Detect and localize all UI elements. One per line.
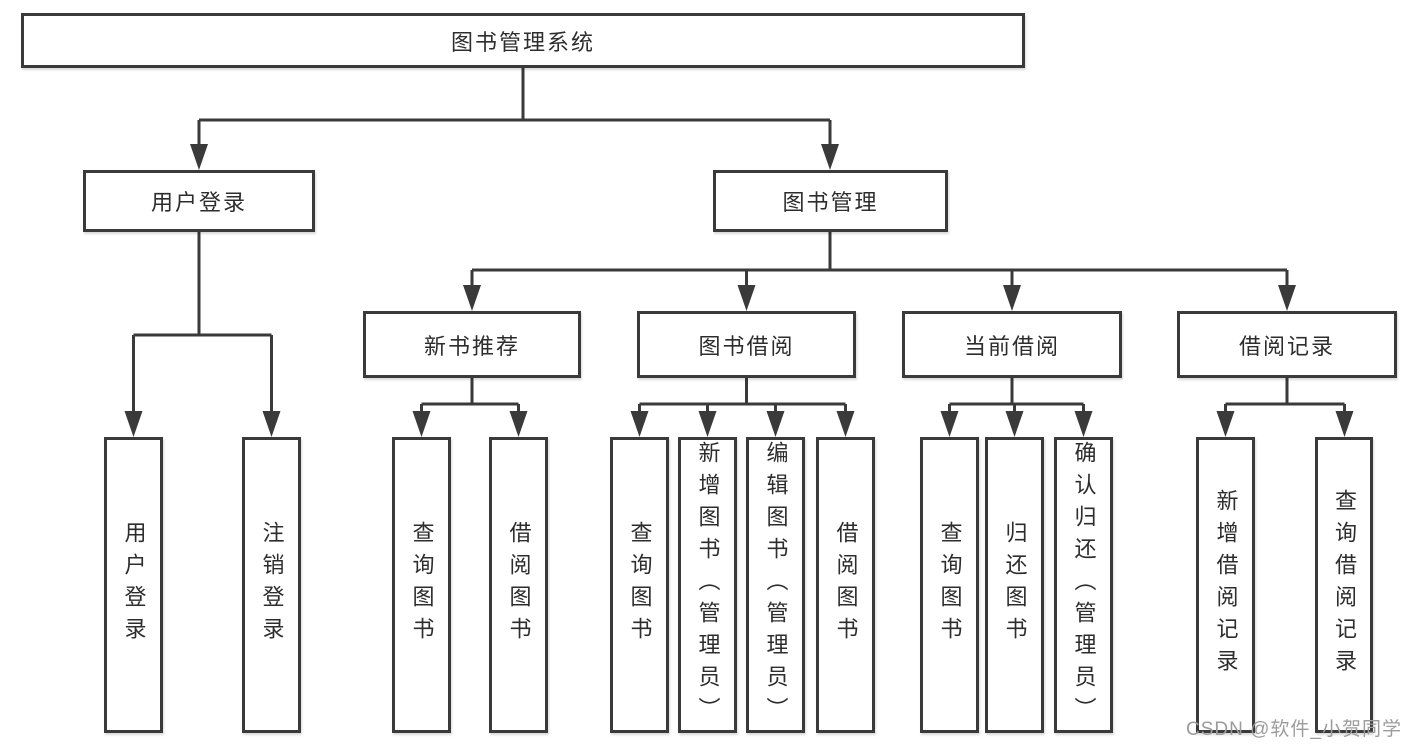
node-new-book-recommend: 新书推荐	[363, 311, 581, 378]
node-current-borrow-label: 当前借阅	[963, 333, 1060, 359]
leaf-cb-confirm-return-admin: 确认归还（管理员）	[1054, 437, 1113, 733]
node-new-book-recommend-label: 新书推荐	[423, 333, 520, 359]
leaf-br-query-record-label: 查询借阅记录	[1332, 489, 1357, 681]
leaf-nbr-borrow-books-label: 借阅图书	[506, 521, 532, 649]
leaf-logout-login-label: 注销登录	[259, 521, 285, 649]
leaf-bb-add-books-admin-label: 新增图书（管理员）	[695, 441, 721, 729]
node-book-borrow-label: 图书借阅	[698, 333, 795, 359]
leaf-bb-borrow-books: 借阅图书	[816, 437, 875, 733]
leaf-user-login-label: 用户登录	[121, 521, 147, 649]
leaf-br-add-record-label: 新增借阅记录	[1213, 489, 1239, 681]
csdn-watermark: CSDN @软件_小贺同学	[1186, 719, 1402, 740]
leaf-nbr-borrow-books: 借阅图书	[489, 437, 548, 733]
leaf-cb-return-books: 归还图书	[985, 437, 1044, 733]
node-book-borrow: 图书借阅	[637, 311, 856, 378]
leaf-nbr-query-books-label: 查询图书	[409, 521, 435, 649]
node-root-system: 图书管理系统	[21, 13, 1025, 68]
leaf-logout-login: 注销登录	[242, 437, 301, 733]
node-root-label: 图书管理系统	[450, 29, 595, 55]
node-book-management-label: 图书管理	[782, 190, 879, 215]
leaf-cb-query-books: 查询图书	[920, 437, 979, 733]
leaf-nbr-query-books: 查询图书	[392, 437, 451, 733]
leaf-bb-query-books: 查询图书	[610, 437, 669, 733]
node-borrow-records-label: 借阅记录	[1238, 333, 1335, 359]
node-user-login-label: 用户登录	[150, 190, 247, 215]
leaf-bb-borrow-books-label: 借阅图书	[833, 521, 859, 649]
node-current-borrow: 当前借阅	[902, 311, 1122, 378]
node-user-login: 用户登录	[83, 170, 315, 232]
leaf-bb-add-books-admin: 新增图书（管理员）	[678, 437, 737, 733]
leaf-bb-query-books-label: 查询图书	[627, 521, 653, 649]
leaf-cb-return-books-label: 归还图书	[1002, 521, 1028, 649]
leaf-br-query-record: 查询借阅记录	[1315, 437, 1373, 733]
leaf-bb-edit-books-admin-label: 编辑图书（管理员）	[763, 441, 789, 729]
leaf-user-login: 用户登录	[104, 437, 163, 733]
leaf-br-add-record: 新增借阅记录	[1196, 437, 1255, 733]
leaf-bb-edit-books-admin: 编辑图书（管理员）	[746, 437, 805, 733]
node-borrow-records: 借阅记录	[1177, 311, 1397, 378]
leaf-cb-confirm-return-admin-label: 确认归还（管理员）	[1071, 441, 1097, 729]
node-book-management: 图书管理	[713, 170, 948, 232]
leaf-cb-query-books-label: 查询图书	[937, 521, 963, 649]
